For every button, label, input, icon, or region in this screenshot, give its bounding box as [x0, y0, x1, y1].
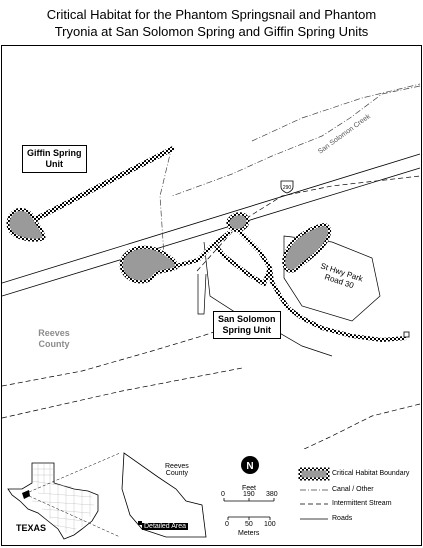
county-label-1: Reeves: [38, 328, 70, 338]
scale-meters-label: Meters: [238, 530, 260, 537]
legend-label-canal: Canal / Other: [332, 486, 374, 493]
legend-habitat-symbol: [298, 467, 330, 481]
county-label-2: County: [39, 339, 70, 349]
canal-line: [251, 83, 421, 142]
title-line-2: Tryonia at San Solomon Spring and Giffin…: [54, 24, 369, 39]
highway-road-edge: [2, 167, 421, 297]
detail-area-label: Detailed Area: [142, 523, 189, 530]
creek-label: San Solomon Creek: [317, 113, 372, 156]
intermittent-stream-3: [2, 367, 243, 419]
intermittent-stream-2: [196, 175, 421, 272]
giffin-habitat-area: [6, 208, 46, 242]
map-canvas: 290 San Solomon Creek St Hwy Park Road 3…: [2, 83, 421, 450]
svg-text:N: N: [246, 461, 253, 472]
feet-scale-bar: [223, 498, 275, 502]
inset-county-label: Reeves County: [165, 463, 189, 477]
giffin-habitat-channel: [27, 146, 175, 225]
inset-state-label: TEXAS: [16, 523, 47, 533]
san-solomon-habitat-channel: [175, 228, 407, 343]
loop-road: [283, 235, 381, 322]
san-solomon-creek: [171, 85, 421, 197]
habitat-endpoint: [403, 331, 410, 338]
feet-tick-190: 190: [243, 491, 255, 498]
legend-panel: N TEXAS Reeves County Detailed Area Feet: [1, 449, 422, 546]
legend-label-roads: Roads: [332, 515, 353, 522]
title-line-1: Critical Habitat for the Phantom Springs…: [46, 7, 377, 22]
san-solomon-unit-label: San Solomon Spring Unit: [213, 311, 281, 339]
giffin-unit-label: Giffin Spring Unit: [22, 145, 87, 173]
detail-area-marker: [138, 521, 142, 525]
giffin-unit-label-line-2: Unit: [45, 159, 64, 169]
san-solomon-habitat-area-west: [119, 245, 178, 284]
meters-tick-50: 50: [245, 521, 253, 528]
san-solomon-habitat-pool: [226, 212, 250, 232]
map-panel: 290 San Solomon Creek St Hwy Park Road 3…: [1, 45, 422, 451]
legend-label-stream: Intermittent Stream: [332, 500, 392, 507]
meters-tick-100: 100: [264, 521, 276, 528]
canal-to-spring: [159, 145, 173, 257]
inset-reeves-highlight: [22, 490, 30, 499]
north-arrow-icon: N: [241, 456, 259, 474]
inset-county-label-line-1: Reeves: [165, 463, 189, 470]
meters-tick-0: 0: [225, 521, 229, 528]
san-solomon-unit-label-line-1: San Solomon: [218, 314, 276, 324]
access-road: [197, 273, 207, 315]
san-solomon-habitat-area-east: [282, 223, 332, 273]
map-title: Critical Habitat for the Phantom Springs…: [0, 6, 423, 40]
meters-scale-bar: [227, 516, 271, 520]
inset-county-label-line-2: County: [165, 470, 188, 477]
legend-label-habitat: Critical Habitat Boundary: [332, 470, 410, 477]
highway-road: [2, 153, 421, 284]
san-solomon-unit-label-line-2: Spring Unit: [222, 325, 272, 335]
giffin-unit-label-line-1: Giffin Spring: [27, 148, 82, 158]
feet-tick-380: 380: [266, 491, 278, 498]
intermittent-stream-4: [301, 403, 421, 450]
scale-feet-label: Feet: [242, 485, 257, 492]
highway-shield-number: 290: [283, 185, 292, 191]
highway-shield-icon: 290: [280, 180, 294, 194]
legend-canvas: N: [7, 452, 330, 540]
reeves-county-outline: [121, 452, 207, 538]
inset-leader-line-top: [28, 452, 121, 493]
feet-tick-0: 0: [221, 491, 225, 498]
